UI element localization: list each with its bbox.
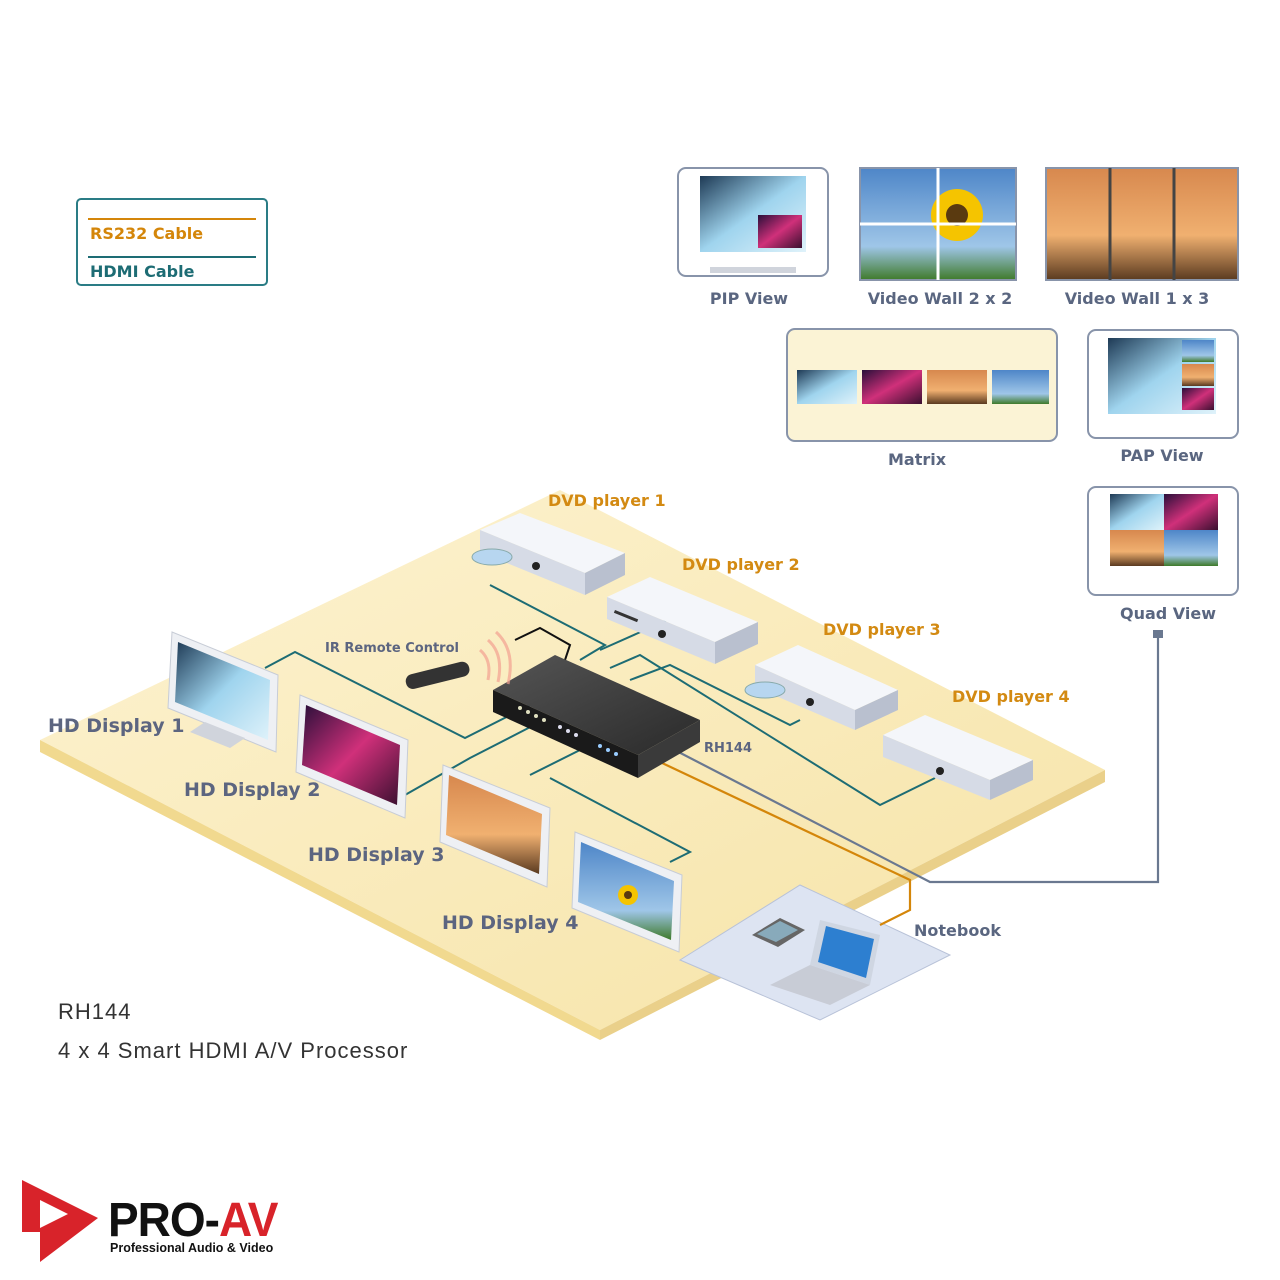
ir-remote-label: IR Remote Control [325,641,459,656]
dvd-player-3 [744,645,898,730]
rh144-processor [493,655,700,778]
keypad [752,918,805,947]
pip-view-thumb [677,167,829,277]
model-caption: RH144 [58,999,131,1024]
brand-accent: AV [219,1191,278,1247]
brand-tagline: Professional Audio & Video [110,1241,274,1255]
cable-legend: RS232 Cable HDMI Cable [76,198,268,286]
hd-display-2-label: HD Display 2 [184,779,320,801]
video-wall-1x3-label: Video Wall 1 x 3 [1065,289,1210,308]
pap-view-label: PAP View [1120,446,1203,465]
dvd-player-1 [471,513,625,595]
hd-display-2 [295,694,409,819]
hd-display-1 [167,631,279,753]
hd-display-3 [439,764,551,888]
matrix-thumb [786,328,1058,442]
video-wall-2x2-thumb [859,167,1017,281]
brand-logo-text: PRO-AV [108,1191,278,1248]
brand-main: PRO- [108,1191,220,1247]
hd-display-4 [571,831,683,953]
description-caption: 4 x 4 Smart HDMI A/V Processor [58,1038,408,1063]
hdmi-legend-label: HDMI Cable [90,262,195,281]
dvd-player-4 [883,715,1033,800]
video-wall-2x2-label: Video Wall 2 x 2 [868,289,1013,308]
video-wall-1x3-thumb [1045,167,1239,281]
processor-label: RH144 [704,741,752,756]
quad-view-label: Quad View [1120,604,1216,623]
notebook-label: Notebook [914,921,1001,940]
rs232-line-swatch [88,218,256,220]
ir-remote [405,630,512,690]
control-cables [514,626,1163,926]
pap-view-thumb [1087,329,1239,439]
dvd-player-2 [607,577,758,664]
dvd-player-2-label: DVD player 2 [682,555,800,574]
hd-display-1-label: HD Display 1 [48,715,184,737]
hd-display-4-label: HD Display 4 [442,912,578,934]
dvd-player-3-label: DVD player 3 [823,620,941,639]
dvd-player-1-label: DVD player 1 [548,491,666,510]
notebook [770,920,880,1005]
rs232-legend-label: RS232 Cable [90,224,204,243]
hdmi-line-swatch [88,256,256,258]
hd-display-3-label: HD Display 3 [308,844,444,866]
pip-view-label: PIP View [710,289,788,308]
dvd-player-4-label: DVD player 4 [952,687,1070,706]
pro-av-logo-icon [22,1180,98,1262]
quad-view-thumb [1087,486,1239,596]
matrix-label: Matrix [888,450,947,469]
